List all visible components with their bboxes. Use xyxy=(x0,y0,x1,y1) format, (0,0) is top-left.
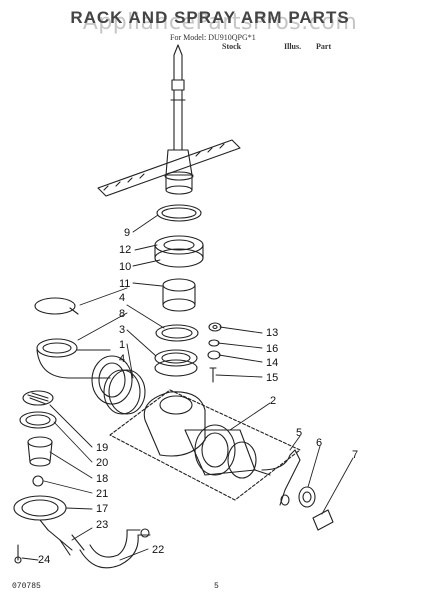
callout-22: 22 xyxy=(152,544,164,556)
column-stock: Stock xyxy=(222,42,242,51)
footer-page: 5 xyxy=(214,582,219,591)
callout-16: 16 xyxy=(266,343,278,355)
column-illus: Illus. xyxy=(284,42,302,51)
callout-24: 24 xyxy=(38,554,50,566)
column-part: Part xyxy=(316,42,332,51)
lower-rings xyxy=(154,324,199,377)
clamp-and-hose xyxy=(34,297,146,415)
callout-12: 12 xyxy=(119,244,131,256)
callout-6: 6 xyxy=(316,437,322,449)
callout-8: 8 xyxy=(119,308,125,320)
callout-15: 15 xyxy=(266,372,278,384)
model-line: For Model: DU910QPG*1 xyxy=(170,33,256,42)
callout-4-top: 4 xyxy=(119,292,125,304)
callout-10: 10 xyxy=(119,261,131,273)
callout-21: 21 xyxy=(96,488,108,500)
watermark: AppliancePartsPros.com xyxy=(82,10,358,35)
upper-rings xyxy=(154,204,204,312)
callout-14: 14 xyxy=(266,357,278,369)
callout-3: 3 xyxy=(119,324,125,336)
callout-19: 19 xyxy=(96,442,108,454)
diagram-title: RACK AND SPRAY ARM PARTS xyxy=(70,8,350,27)
footer-code: 070785 xyxy=(12,582,41,591)
small-hardware xyxy=(207,322,222,383)
drain-hose xyxy=(14,528,151,569)
callout-numbers: 9 12 10 11 4 8 3 1 4 13 16 14 15 2 5 6 7… xyxy=(38,227,358,566)
callout-11: 11 xyxy=(119,278,130,290)
callout-23: 23 xyxy=(96,519,108,531)
callout-20: 20 xyxy=(96,457,108,469)
leader-lines xyxy=(21,214,354,561)
callout-1: 1 xyxy=(119,339,125,351)
callout-7: 7 xyxy=(352,449,358,461)
callout-4-bottom: 4 xyxy=(119,353,125,365)
callout-5: 5 xyxy=(296,427,302,439)
callout-17: 17 xyxy=(96,503,108,515)
callout-9: 9 xyxy=(124,227,130,239)
wire-and-fittings xyxy=(261,449,334,531)
callout-18: 18 xyxy=(96,473,108,485)
pump-motor-assembly xyxy=(109,389,301,501)
callout-13: 13 xyxy=(266,327,278,339)
spray-arm-assembly xyxy=(97,44,241,197)
callout-2: 2 xyxy=(270,395,276,407)
filter-and-cover xyxy=(13,390,73,551)
